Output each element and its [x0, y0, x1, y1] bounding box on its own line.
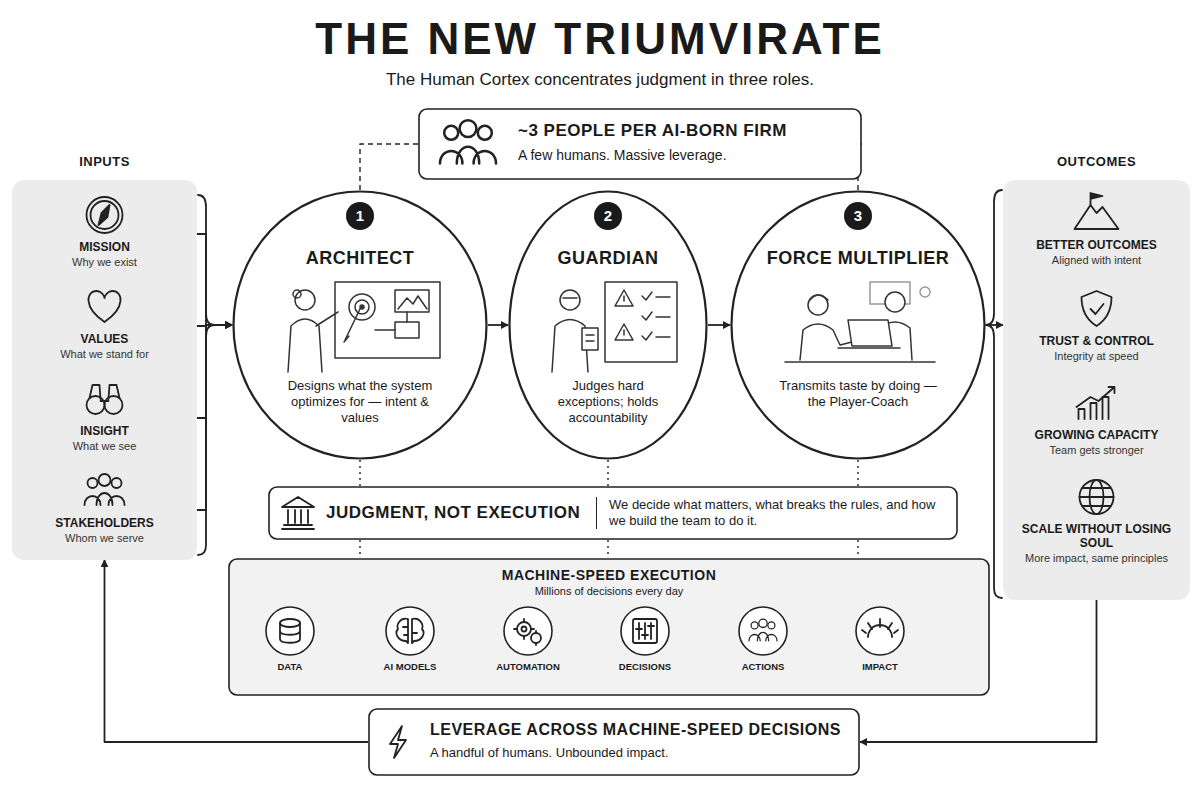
step-label: ACTIONS: [703, 661, 823, 672]
box-title: LEVERAGE ACROSS MACHINE-SPEED DECISIONS: [430, 721, 846, 739]
panel-heading: OUTCOMES: [1003, 150, 1190, 174]
list-item: MISSION Why we exist: [22, 190, 187, 278]
step-circle: AUTOMATION: [503, 606, 553, 656]
step-circle: ACTIONS: [738, 606, 788, 656]
list-item: INSIGHT What we see: [22, 374, 187, 462]
connector: [607, 460, 608, 486]
node-outline: [1011, 284, 1182, 376]
box-title: JUDGMENT, NOT EXECUTION: [326, 503, 596, 523]
step-circle: AI MODELS: [385, 606, 435, 656]
item-title: SCALE WITHOUT LOSING SOUL: [1011, 522, 1182, 550]
band-subtitle: Millions of decisions every day: [228, 585, 990, 597]
step-label: DECISIONS: [585, 661, 705, 672]
panel: OUTCOMES BETTER OUTCOMES Aligned with inte…: [1003, 150, 1190, 600]
role-title: FORCE MULTIPLIER: [730, 248, 986, 269]
role-title: ARCHITECT: [232, 248, 488, 269]
caption: The Human Cortex concentrates judgment i…: [0, 70, 1200, 90]
node-outline: [855, 606, 905, 656]
list-item: GROWING CAPACITY Team gets stronger: [1011, 378, 1182, 470]
item-subtitle: Whom we serve: [22, 532, 187, 545]
item-subtitle: Aligned with intent: [1011, 254, 1182, 267]
architect-sketch: [288, 282, 440, 372]
callout-number: 2: [594, 202, 622, 230]
role-description: Designs what the system optimizes for — …: [272, 378, 448, 426]
list-item: SCALE WITHOUT LOSING SOUL More impact, sa…: [1011, 472, 1182, 584]
connector: [607, 540, 608, 558]
info-box: ~3 PEOPLE PER AI-BORN FIRM A few humans. …: [418, 108, 862, 180]
item-title: INSIGHT: [22, 424, 187, 438]
step-label: AI MODELS: [350, 661, 470, 672]
guardian-sketch: [552, 282, 677, 372]
step-label: IMPACT: [820, 661, 940, 672]
node-outline: [1011, 188, 1182, 280]
role-circle: 2GUARDIAN Judges hard exceptions; holds a…: [508, 190, 708, 460]
box-subtitle: A few humans. Massive leverage.: [518, 147, 848, 163]
list-item: STAKEHOLDERS Whom we serve: [22, 466, 187, 554]
band: MACHINE-SPEED EXECUTION Millions of decis…: [228, 558, 990, 696]
connector: [857, 540, 858, 558]
item-title: TRUST & CONTROL: [1011, 334, 1182, 348]
box-description: We decide what matters, what breaks the …: [596, 497, 944, 529]
item-title: MISSION: [22, 240, 187, 254]
node-outline: [730, 190, 986, 460]
step-label: AUTOMATION: [468, 661, 588, 672]
step-circle: IMPACT: [855, 606, 905, 656]
box-subtitle: A handful of humans. Unbounded impact.: [430, 745, 846, 760]
step-label: DATA: [230, 661, 350, 672]
node-outline: [265, 606, 315, 656]
item-subtitle: Team gets stronger: [1011, 444, 1182, 457]
list-item: TRUST & CONTROL Integrity at speed: [1011, 284, 1182, 376]
panel-heading: INPUTS: [12, 150, 197, 174]
role-description: Judges hard exceptions; holds accountabi…: [543, 378, 673, 426]
node-outline: [368, 708, 860, 776]
item-title: VALUES: [22, 332, 187, 346]
info-box: LEVERAGE ACROSS MACHINE-SPEED DECISIONS A…: [368, 708, 860, 776]
connector: [986, 324, 1003, 326]
band-title: MACHINE-SPEED EXECUTION: [228, 567, 990, 583]
panel: INPUTS MISSION Why we existVALUES What we s…: [12, 150, 197, 560]
box-title: ~3 PEOPLE PER AI-BORN FIRM: [518, 121, 848, 141]
item-subtitle: More impact, same principles: [1011, 552, 1182, 565]
step-circle: DATA: [265, 606, 315, 656]
connector: [360, 144, 418, 190]
step-circle: DECISIONS: [620, 606, 670, 656]
connector: [488, 324, 508, 326]
item-subtitle: Why we exist: [22, 256, 187, 269]
item-title: BETTER OUTCOMES: [1011, 238, 1182, 252]
item-subtitle: Integrity at speed: [1011, 350, 1182, 363]
list-item: VALUES What we stand for: [22, 282, 187, 370]
force-multiplier-sketch: [785, 282, 935, 362]
node-outline: [738, 606, 788, 656]
info-box: JUDGMENT, NOT EXECUTIONWe decide what ma…: [268, 486, 958, 540]
item-title: GROWING CAPACITY: [1011, 428, 1182, 442]
title: THE NEW TRIUMVIRATE: [0, 14, 1200, 64]
callout-number: 1: [346, 202, 374, 230]
connector: [359, 540, 360, 558]
role-title: GUARDIAN: [508, 248, 708, 269]
node-outline: [418, 108, 862, 180]
connector: [708, 324, 730, 326]
item-subtitle: What we see: [22, 440, 187, 453]
item-subtitle: What we stand for: [22, 348, 187, 361]
node-outline: [503, 606, 553, 656]
role-description: Transmits taste by doing — the Player-Co…: [770, 378, 946, 410]
connector: [359, 460, 360, 486]
role-circle: 1ARCHITECT Designs what the system optimi…: [232, 190, 488, 460]
node-outline: [385, 606, 435, 656]
list-item: BETTER OUTCOMES Aligned with intent: [1011, 188, 1182, 280]
node-outline: [1011, 378, 1182, 470]
callout-number: 3: [844, 202, 872, 230]
connector: [857, 460, 858, 486]
item-title: STAKEHOLDERS: [22, 516, 187, 530]
role-circle: 3FORCE MULTIPLIER Transmits taste by doin…: [730, 190, 986, 460]
node-outline: [620, 606, 670, 656]
outcome-bracket: [986, 190, 1002, 598]
